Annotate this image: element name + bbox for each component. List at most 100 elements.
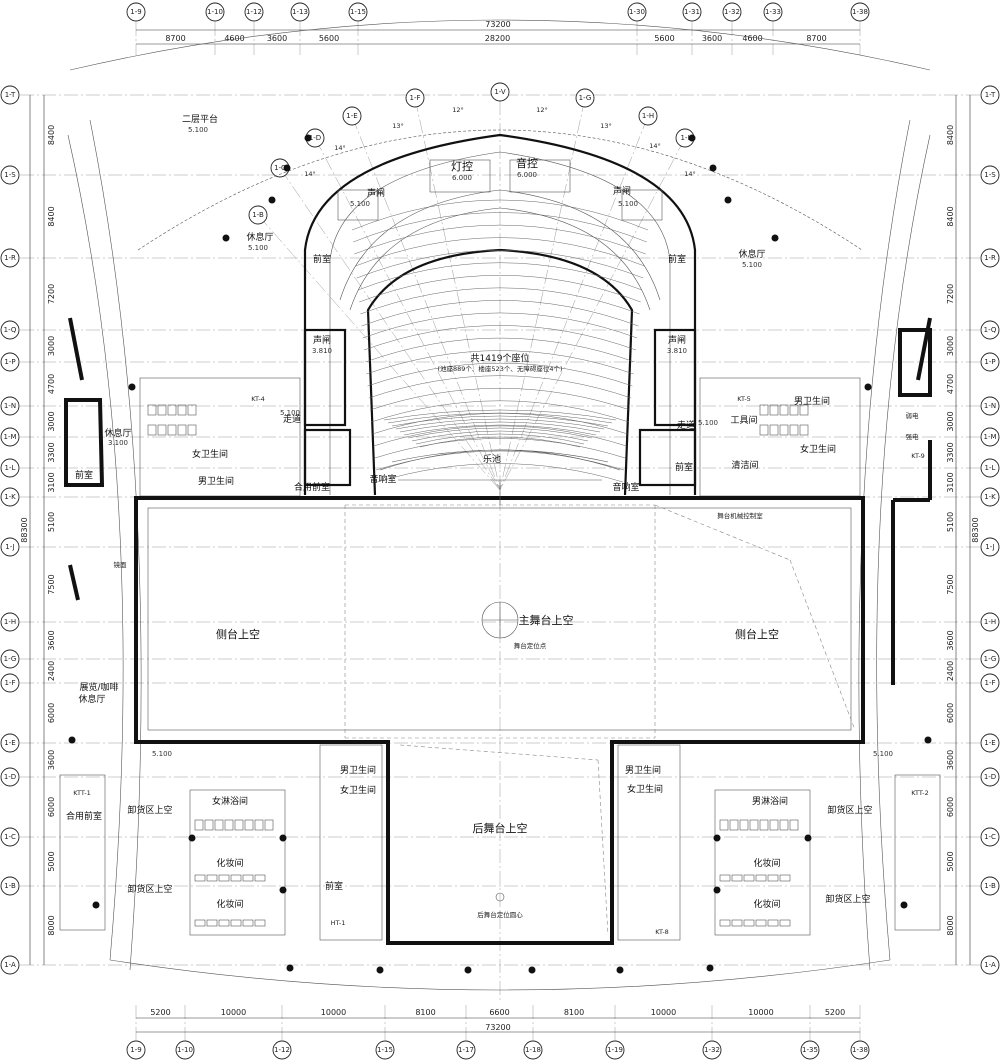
axis-bubble-right: 1-K — [980, 487, 1000, 507]
axis-bubble-right: 1-P — [980, 352, 1000, 372]
dim-bottom: 10000 — [651, 1008, 676, 1017]
dim-top: 5600 — [654, 34, 674, 43]
axis-bubble-right: 1-Q — [980, 320, 1000, 340]
label-makeup-2: 化妆间 — [216, 898, 243, 910]
dim-right: 8000 — [946, 915, 955, 935]
axis-bubble-left: 1-D — [0, 767, 20, 787]
svg-text:1-31: 1-31 — [684, 8, 700, 16]
label-front-room-left: 前室 — [313, 253, 331, 265]
label-exhibition-lounge: 休息厅 — [78, 693, 105, 705]
label-seat-count: 共1419个座位 — [471, 352, 530, 364]
control-booths — [337, 159, 663, 221]
axis-bubble-top: 1-31 — [682, 2, 702, 22]
svg-text:1-18: 1-18 — [525, 1046, 541, 1054]
dim-left: 7500 — [47, 574, 56, 594]
label-men-wc-bottom-left: 男卫生间 — [340, 764, 376, 776]
dim-left: 5000 — [47, 851, 56, 871]
label-seat-breakdown: (池座889个、楼座523个、无障碍座位4个) — [437, 364, 562, 373]
label-makeup-1: 化妆间 — [216, 857, 243, 869]
label-lounge-left: 休息厅 — [246, 231, 273, 243]
dim-bottom: 10000 — [321, 1008, 346, 1017]
dim-left: 3000 — [47, 336, 56, 356]
column — [188, 834, 196, 842]
axis-bubble-left: 1-G — [0, 649, 20, 669]
svg-text:1-38: 1-38 — [852, 1046, 868, 1054]
dim-right: 5100 — [946, 512, 955, 532]
axis-bubble-left: 1-Q — [0, 320, 20, 340]
label-lounge-right: 休息厅 — [738, 248, 765, 260]
svg-text:1-G: 1-G — [579, 94, 592, 102]
svg-text:1-M: 1-M — [3, 433, 16, 441]
svg-text:1-13: 1-13 — [292, 8, 308, 16]
dim-bottom: 5200 — [825, 1008, 845, 1017]
svg-text:1-I: 1-I — [680, 134, 689, 142]
axis-bubble-center: 1-V — [490, 82, 510, 102]
axis-bubble-right: 1-T — [980, 85, 1000, 105]
dim-top-total: 73200 — [485, 20, 510, 29]
axis-bubble-bottom: 1-35 — [800, 1040, 820, 1060]
axis-bubble-left: 1-M — [0, 427, 20, 447]
axis-bubble-right: 1-F — [980, 673, 1000, 693]
axis-bubble-bottom: 1-19 — [605, 1040, 625, 1060]
svg-text:1-17: 1-17 — [458, 1046, 474, 1054]
axis-bubble-right: 1-D — [980, 767, 1000, 787]
label-exhibition: 展览/咖啡 — [79, 681, 118, 693]
svg-text:1-L: 1-L — [5, 464, 16, 472]
dim-left: 2400 — [47, 661, 56, 681]
label-front-room-bottom: 前室 — [325, 880, 343, 892]
dim-right: 3600 — [946, 750, 955, 770]
column — [924, 736, 932, 744]
column — [464, 966, 472, 974]
svg-text:1-P: 1-P — [984, 358, 995, 366]
label-corridor-right: 走道 — [677, 419, 695, 431]
label-lounge-left-2-level: 3.100 — [108, 439, 128, 447]
svg-text:1-C: 1-C — [984, 833, 996, 841]
svg-text:1-T: 1-T — [985, 91, 996, 99]
svg-text:1-A: 1-A — [984, 961, 996, 969]
column — [222, 234, 230, 242]
label-kt5: KT-5 — [737, 395, 751, 403]
label-front-room-left-2: 前室 — [75, 469, 93, 481]
svg-text:1-T: 1-T — [5, 91, 16, 99]
svg-text:1-30: 1-30 — [629, 8, 645, 16]
label-lounge-left-2: 休息厅 — [104, 427, 131, 439]
axis-bubble-radial: 1-B — [248, 205, 268, 225]
label-men-wc-right: 男卫生间 — [794, 395, 830, 407]
dim-angle: 14° — [649, 142, 661, 150]
dim-bottom: 8100 — [415, 1008, 435, 1017]
label-shared-front-room: 合用前室 — [294, 481, 330, 493]
axis-bubble-left: 1-S — [0, 165, 20, 185]
dim-bottom: 6600 — [489, 1008, 509, 1017]
label-stage-control-room: 舞台机械控制室 — [717, 511, 763, 520]
auditorium — [303, 133, 697, 496]
label-light-control: 灯控 — [451, 159, 473, 173]
axis-bubble-top: 1-38 — [850, 2, 870, 22]
column — [92, 901, 100, 909]
dim-top: 8700 — [806, 34, 826, 43]
label-sound-lock-right-2: 声闸 — [668, 334, 686, 346]
svg-text:1-A: 1-A — [4, 961, 16, 969]
svg-text:1-B: 1-B — [252, 211, 264, 219]
dim-left: 3300 — [47, 442, 56, 462]
axis-bubble-bottom: 1-18 — [523, 1040, 543, 1060]
label-tool-room: 工具间 — [730, 414, 757, 426]
label-main-stage: 主舞台上空 — [519, 613, 574, 627]
label-sound-control-level: 6.000 — [517, 171, 537, 179]
label-side-stage-left: 侧台上空 — [216, 627, 260, 641]
room-labels: 二层平台 5.100 休息厅 5.100 休息厅 5.100 灯控 6.000 … — [66, 113, 929, 936]
dim-angle: 12° — [536, 106, 548, 114]
dim-left: 3100 — [47, 472, 56, 492]
axis-bubble-right: 1-L — [980, 458, 1000, 478]
dim-left: 3600 — [47, 630, 56, 650]
label-front-room-right-2: 前室 — [675, 461, 693, 473]
axis-bubble-left: 1-E — [0, 733, 20, 753]
column — [376, 966, 384, 974]
axis-bubble-bottom: 1-15 — [375, 1040, 395, 1060]
dim-right: 2400 — [946, 661, 955, 681]
axis-bubble-right: 1-G — [980, 649, 1000, 669]
svg-text:1-32: 1-32 — [704, 1046, 720, 1054]
svg-text:1-H: 1-H — [984, 618, 996, 626]
label-side-stage-right: 侧台上空 — [735, 627, 779, 641]
